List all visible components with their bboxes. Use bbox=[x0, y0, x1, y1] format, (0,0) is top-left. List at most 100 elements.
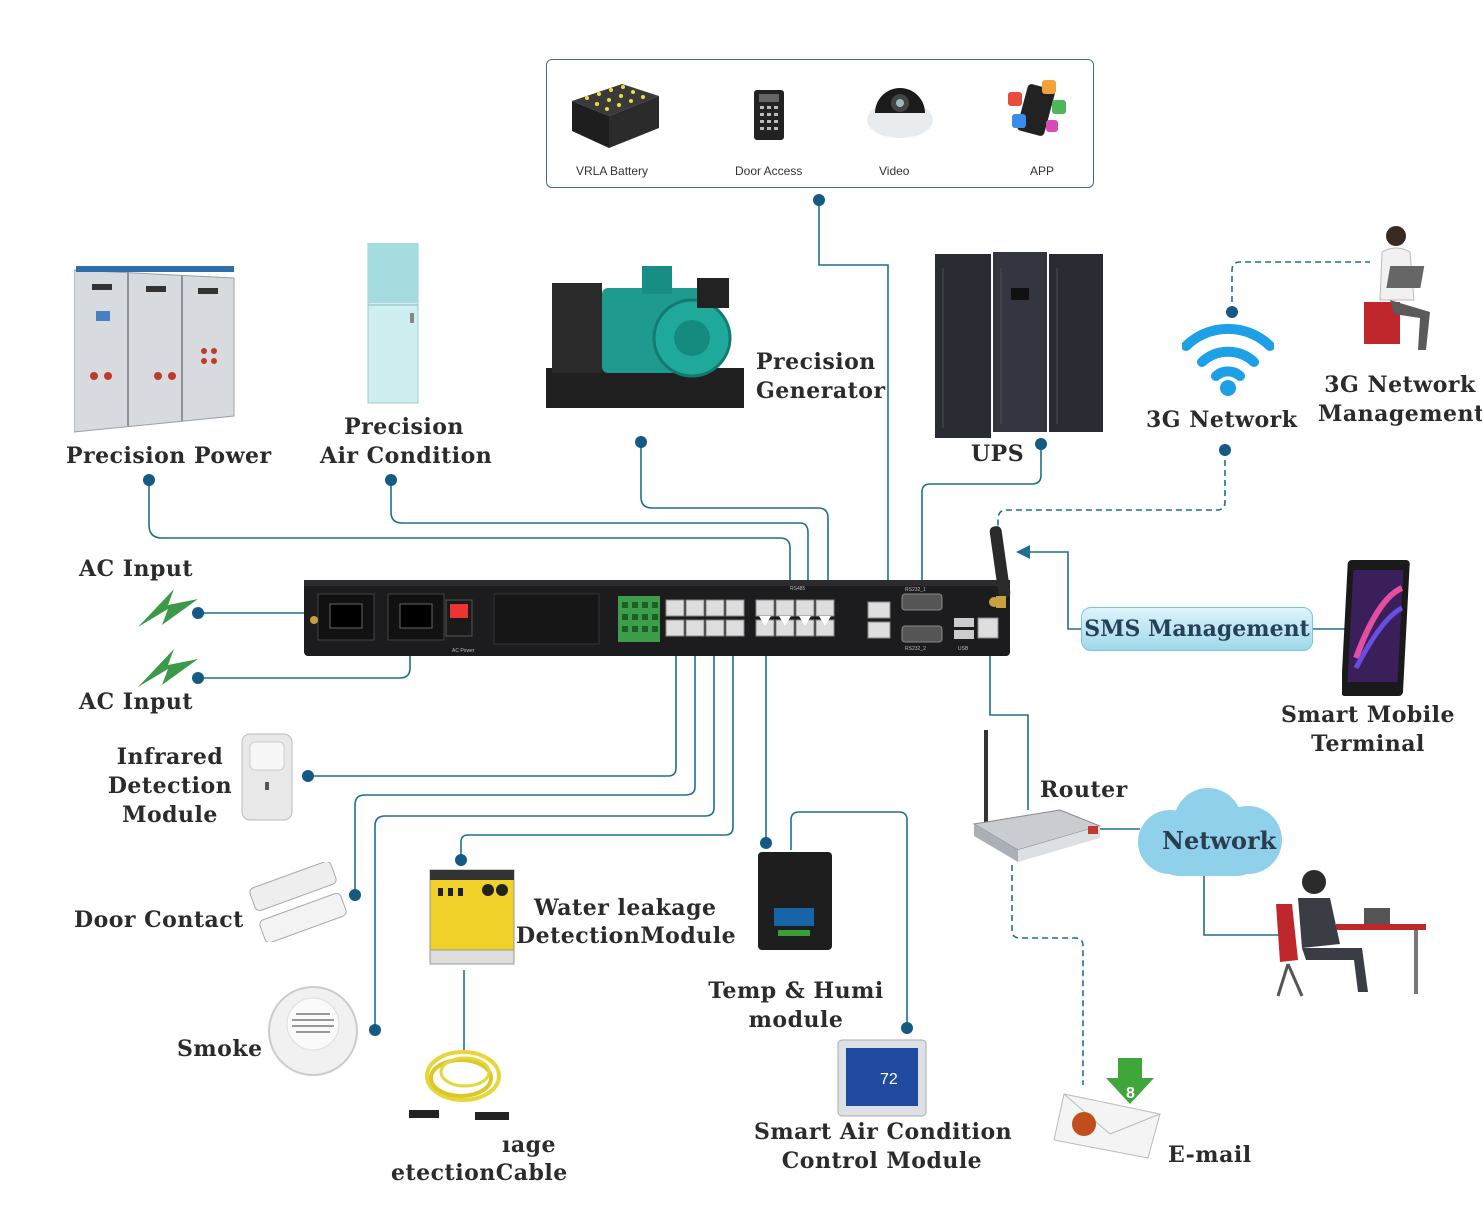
camera-icon bbox=[867, 88, 933, 138]
door-access-label: Door Access bbox=[735, 164, 803, 178]
temp-humi-label-1: Temp & Humi bbox=[708, 978, 884, 1004]
wire-water bbox=[460, 640, 734, 860]
battery-icon bbox=[572, 84, 659, 148]
dot-water bbox=[455, 854, 467, 866]
usb-text: USB bbox=[958, 646, 969, 652]
wire-router bbox=[989, 650, 1029, 810]
person-laptop-icon bbox=[1364, 226, 1430, 350]
thermostat-value: 72 bbox=[880, 1071, 898, 1088]
dot-top-panel bbox=[813, 194, 825, 206]
video-label: Video bbox=[879, 164, 910, 178]
wire-3g-mgmt-dashed bbox=[1231, 261, 1370, 312]
smoke-detector-icon bbox=[268, 986, 358, 1076]
email-label: E-mail bbox=[1168, 1142, 1252, 1168]
rs232-2-text: RS232_2 bbox=[905, 646, 926, 652]
tablet-icon bbox=[1342, 560, 1410, 696]
wire-precision-power bbox=[148, 480, 791, 600]
wire-sms bbox=[1028, 551, 1081, 630]
infrared-label-3: Module bbox=[122, 802, 218, 828]
air-conditioner-icon bbox=[367, 243, 419, 404]
lightning-icon-bottom bbox=[138, 649, 198, 687]
lightning-icon-top bbox=[138, 589, 198, 627]
dot-precision-power bbox=[143, 474, 155, 486]
ac-input-bottom-label: AC Input bbox=[79, 689, 194, 715]
rs485-text: RS485 bbox=[790, 586, 806, 592]
infrared-label-1: Infrared bbox=[116, 744, 224, 770]
precision-air-label-2: Air Condition bbox=[320, 443, 493, 469]
ups-label: UPS bbox=[971, 441, 1025, 467]
wire-email-dashed bbox=[1011, 865, 1084, 1085]
email-badge: 8 bbox=[1126, 1085, 1135, 1102]
battery-label: VRLA Battery bbox=[576, 164, 649, 178]
generator-label-1: Precision bbox=[756, 349, 876, 375]
dot-smoke bbox=[369, 1024, 381, 1036]
infrared-sensor-icon bbox=[241, 733, 293, 821]
peripheral-panel: VRLA Battery Door Access Video APP bbox=[546, 59, 1094, 188]
dot-ac-bottom bbox=[192, 672, 204, 684]
dot-ups bbox=[1035, 438, 1047, 450]
office-worker-icon bbox=[1276, 870, 1426, 997]
antenna-icon bbox=[989, 526, 1011, 608]
water-leakage-label-1: Water leakage bbox=[534, 895, 717, 921]
wire-precision-air bbox=[390, 480, 809, 600]
door-contact-label: Door Contact bbox=[74, 907, 244, 933]
leakage-cable-label-2: etectionCable bbox=[391, 1160, 568, 1186]
wire-top-panel bbox=[818, 200, 889, 585]
rs232-1-text: RS232_1 bbox=[905, 587, 926, 593]
dot-3g bbox=[1219, 444, 1231, 456]
water-leakage-module-icon bbox=[429, 869, 515, 965]
3g-mgmt-label-1: 3G Network bbox=[1324, 372, 1476, 398]
wire-network-user bbox=[1203, 875, 1290, 936]
mobile-label-1: Smart Mobile bbox=[1281, 702, 1455, 728]
dot-smart-ac bbox=[901, 1022, 913, 1034]
network-label: Network bbox=[1162, 826, 1277, 855]
precision-power-label: Precision Power bbox=[66, 443, 272, 469]
smoke-label: Smoke bbox=[177, 1036, 263, 1062]
cloud-icon bbox=[1138, 788, 1282, 876]
mobile-label-2: Terminal bbox=[1311, 731, 1425, 757]
leakage-cable-icon bbox=[409, 1050, 509, 1120]
monitoring-host-device bbox=[304, 580, 1010, 656]
power-cabinet-icon bbox=[74, 266, 235, 433]
dot-precision-air bbox=[385, 474, 397, 486]
3g-network-label: 3G Network bbox=[1146, 407, 1298, 433]
leakage-cable-label-1: ıage bbox=[502, 1132, 556, 1158]
router-icon bbox=[972, 730, 1102, 862]
smart-ac-label-1: Smart Air Condition bbox=[754, 1119, 1013, 1145]
ac-power-text: AC Power bbox=[452, 648, 475, 654]
wire-generator bbox=[640, 442, 829, 600]
email-icon: 8 bbox=[1053, 1058, 1161, 1159]
sms-management-box: SMS Management bbox=[1081, 607, 1313, 651]
dot-temp bbox=[760, 837, 772, 849]
dot-infrared bbox=[302, 770, 314, 782]
keypad-icon bbox=[754, 90, 784, 140]
temp-humi-module-icon bbox=[758, 852, 832, 950]
door-contact-icon bbox=[249, 862, 347, 942]
infrared-label-2: Detection bbox=[107, 773, 233, 799]
arrow-sms bbox=[1016, 545, 1030, 559]
thermostat-icon: 72 bbox=[837, 1039, 927, 1117]
wifi-icon bbox=[1182, 323, 1274, 396]
ac-input-top-label: AC Input bbox=[79, 556, 194, 582]
router-label: Router bbox=[1040, 777, 1128, 803]
dot-3g-top bbox=[1226, 306, 1238, 318]
water-leakage-label-2: DetectionModule bbox=[516, 923, 737, 949]
app-icon bbox=[1008, 80, 1066, 136]
dot-door bbox=[349, 889, 361, 901]
app-label: APP bbox=[1030, 164, 1055, 178]
wire-3g-dashed bbox=[997, 450, 1226, 530]
precision-air-label-1: Precision bbox=[344, 414, 464, 440]
generator-label-2: Generator bbox=[756, 378, 886, 404]
smart-ac-label-2: Control Module bbox=[781, 1148, 983, 1174]
temp-humi-label-2: module bbox=[748, 1007, 844, 1033]
wire-infrared bbox=[308, 640, 677, 777]
wire-ac-input-bottom bbox=[198, 640, 411, 679]
wire-ups bbox=[921, 444, 1042, 585]
ups-cabinet-icon bbox=[935, 252, 1103, 438]
wire-smoke bbox=[374, 640, 715, 1030]
generator-icon bbox=[546, 266, 744, 408]
wire-smart-ac bbox=[790, 811, 908, 1028]
dot-generator bbox=[635, 436, 647, 448]
wire-door bbox=[354, 640, 696, 895]
